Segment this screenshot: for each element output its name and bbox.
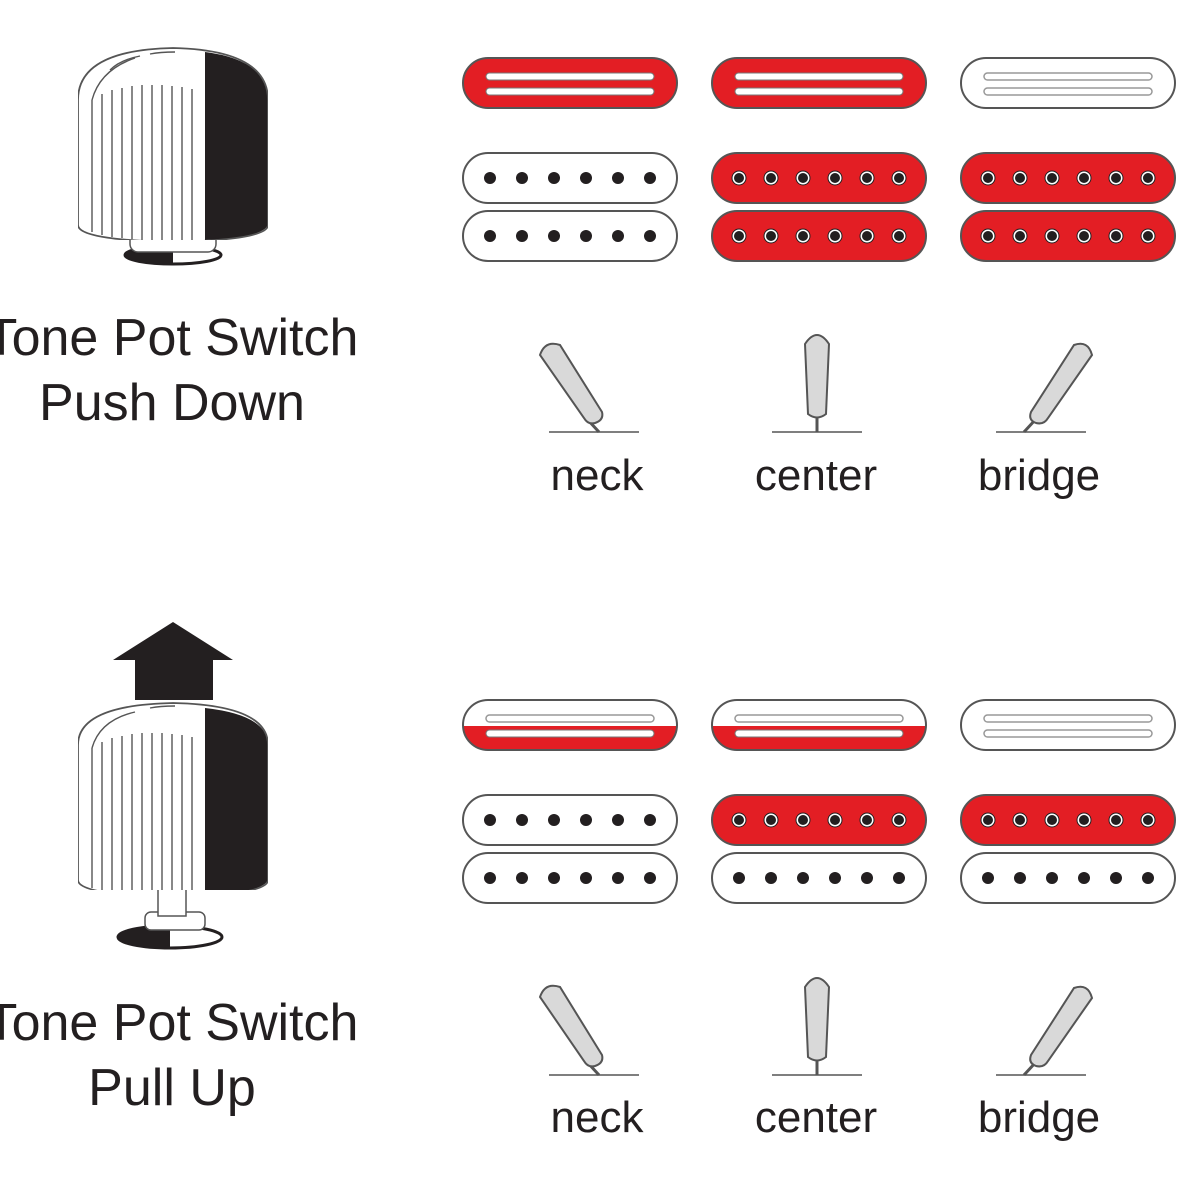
humbucker-bottom-coil	[711, 852, 927, 904]
section-title-line1: Tone Pot Switch	[0, 309, 358, 367]
pickup-column-neck	[462, 57, 678, 262]
position-label: neck	[551, 451, 645, 500]
selector-lever-bridge-icon	[996, 985, 1094, 1077]
humbucker-bottom-coil	[960, 852, 1176, 904]
single-coil-pickup	[711, 699, 927, 751]
selector-lever-center-icon	[772, 334, 862, 433]
position-label: center	[755, 451, 877, 500]
single-coil-pickup	[462, 57, 678, 109]
section-title-line2: Push Down	[39, 374, 305, 432]
section-pull-up: Tone Pot Switch Pull Up	[0, 622, 1176, 1142]
pickup-column-bridge	[960, 699, 1176, 904]
humbucker-top-coil	[960, 794, 1176, 846]
humbucker-bottom-coil	[711, 210, 927, 262]
position-label: neck	[551, 1093, 645, 1142]
single-coil-pickup	[711, 57, 927, 109]
selector-lever-bridge-icon	[996, 342, 1094, 434]
up-arrow-icon	[113, 622, 233, 700]
single-coil-pickup	[960, 699, 1176, 751]
selector-lever-center-icon	[772, 977, 862, 1076]
pickup-column-bridge	[960, 57, 1176, 262]
position-label: center	[755, 1093, 877, 1142]
tone-knob-icon	[78, 47, 268, 266]
humbucker-top-coil	[711, 794, 927, 846]
single-coil-pickup	[462, 699, 678, 751]
section-title-line2: Pull Up	[88, 1059, 256, 1117]
humbucker-top-coil	[711, 152, 927, 204]
pickup-column-center	[711, 699, 927, 904]
humbucker-bottom-coil	[462, 852, 678, 904]
section-push-down: Tone Pot Switch Push Down	[0, 47, 1176, 500]
pickup-column-center	[711, 57, 927, 262]
selector-lever-neck-icon	[538, 342, 639, 434]
tone-knob-icon	[78, 702, 268, 950]
position-label: bridge	[978, 451, 1100, 500]
humbucker-top-coil	[462, 794, 678, 846]
humbucker-bottom-coil	[960, 210, 1176, 262]
humbucker-top-coil	[960, 152, 1176, 204]
humbucker-bottom-coil	[462, 210, 678, 262]
selector-lever-neck-icon	[538, 984, 639, 1077]
pickup-column-neck	[462, 699, 678, 904]
position-label: bridge	[978, 1093, 1100, 1142]
section-title-line1: Tone Pot Switch	[0, 994, 358, 1052]
single-coil-pickup	[960, 57, 1176, 109]
humbucker-top-coil	[462, 152, 678, 204]
